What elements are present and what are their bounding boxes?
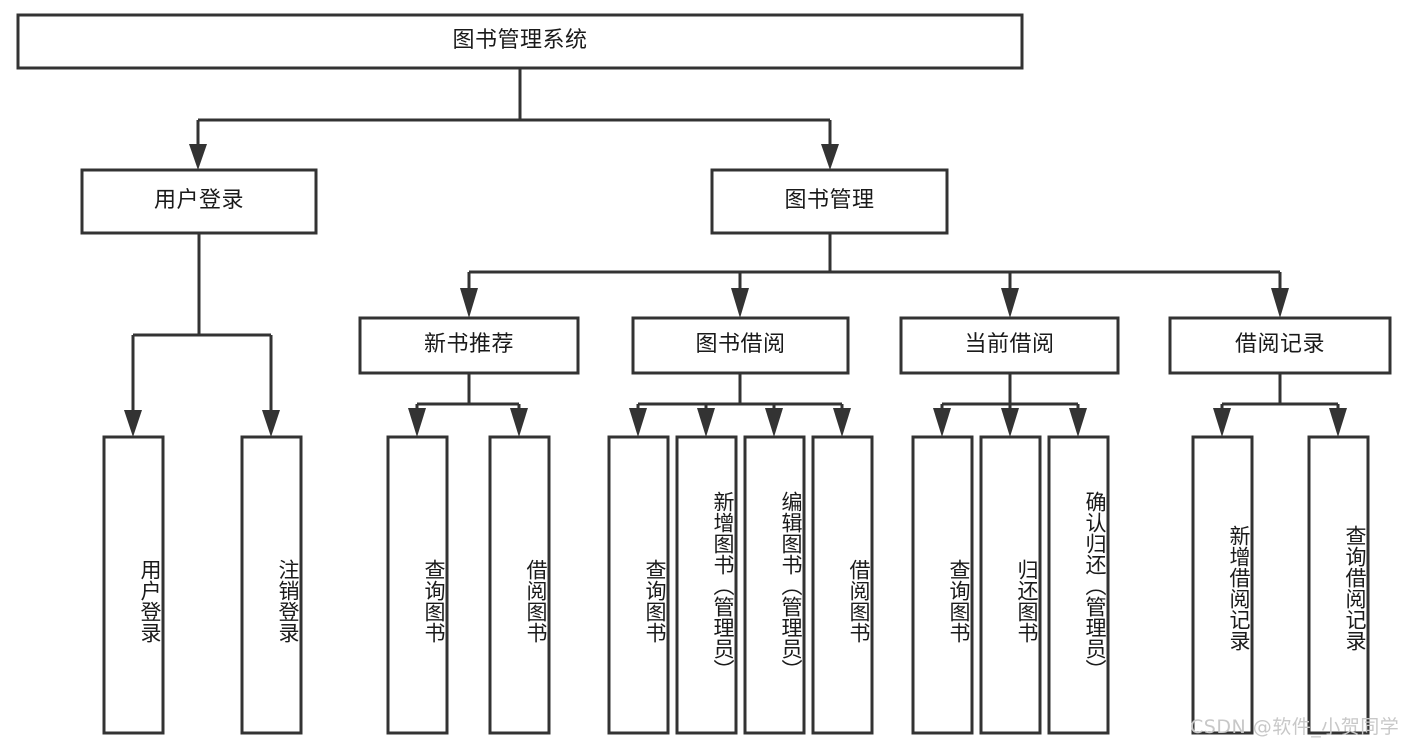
node-box-leaf-query-book-2[interactable] bbox=[607, 435, 670, 735]
node-box-user-login[interactable] bbox=[80, 168, 318, 235]
node-box-leaf-edit-book[interactable] bbox=[743, 435, 806, 735]
node-box-leaf-borrow-book-1[interactable] bbox=[488, 435, 551, 735]
arrow-head-book-management bbox=[821, 144, 839, 170]
arrow-head-leaf-query-book-2 bbox=[629, 408, 647, 437]
arrow-head-leaf-query-book-3 bbox=[933, 408, 951, 437]
connector-group-root-to-level2 bbox=[189, 68, 839, 170]
arrow-head-leaf-return-book bbox=[1001, 408, 1019, 437]
arrow-head-current-borrow bbox=[1001, 288, 1019, 318]
node-box-new-book-recommend[interactable] bbox=[358, 316, 580, 375]
node-box-leaf-return-book[interactable] bbox=[979, 435, 1042, 735]
arrow-head-leaf-logout-login bbox=[262, 410, 280, 437]
arrow-head-book-borrow bbox=[731, 288, 749, 318]
arrow-head-leaf-confirm-return bbox=[1069, 408, 1087, 437]
connector-group-book-management-to-level3 bbox=[460, 233, 1289, 318]
connector-group-borrow-record-to-leaves bbox=[1213, 373, 1347, 437]
arrow-head-new-book-recommend bbox=[460, 288, 478, 318]
arrow-head-leaf-query-record bbox=[1329, 408, 1347, 437]
node-box-leaf-borrow-book-2[interactable] bbox=[811, 435, 874, 735]
arrow-head-user-login bbox=[189, 144, 207, 170]
connector-group-current-borrow-to-leaves bbox=[933, 373, 1087, 437]
connector-group-user-login-to-leaves bbox=[124, 233, 280, 437]
connector-group-new-book-recommend-to-leaves bbox=[408, 373, 528, 437]
arrow-head-leaf-borrow-book-1 bbox=[510, 408, 528, 437]
arrow-head-borrow-record bbox=[1271, 288, 1289, 318]
arrow-head-leaf-borrow-book-2 bbox=[833, 408, 851, 437]
connector-group-book-borrow-to-leaves bbox=[629, 373, 851, 437]
arrow-head-leaf-add-record bbox=[1213, 408, 1231, 437]
node-box-leaf-add-record[interactable] bbox=[1191, 435, 1254, 735]
node-box-root[interactable] bbox=[16, 13, 1024, 70]
csdn-watermark: CSDN @软件_小贺同学 bbox=[1190, 716, 1400, 738]
arrow-head-leaf-edit-book bbox=[765, 408, 783, 437]
node-box-current-borrow[interactable] bbox=[899, 316, 1120, 375]
node-box-leaf-query-book-1[interactable] bbox=[386, 435, 449, 735]
arrow-head-leaf-add-book bbox=[697, 408, 715, 437]
arrow-head-leaf-user-login bbox=[124, 410, 142, 437]
node-box-leaf-user-login[interactable] bbox=[102, 435, 165, 735]
node-box-leaf-add-book[interactable] bbox=[675, 435, 738, 735]
node-box-book-management[interactable] bbox=[710, 168, 949, 235]
node-box-borrow-record[interactable] bbox=[1168, 316, 1392, 375]
node-box-leaf-query-record[interactable] bbox=[1307, 435, 1370, 735]
node-box-leaf-confirm-return[interactable] bbox=[1047, 435, 1110, 735]
node-box-leaf-query-book-3[interactable] bbox=[911, 435, 974, 735]
node-box-leaf-logout-login[interactable] bbox=[240, 435, 303, 735]
arrow-head-leaf-query-book-1 bbox=[408, 408, 426, 437]
node-box-book-borrow[interactable] bbox=[631, 316, 850, 375]
